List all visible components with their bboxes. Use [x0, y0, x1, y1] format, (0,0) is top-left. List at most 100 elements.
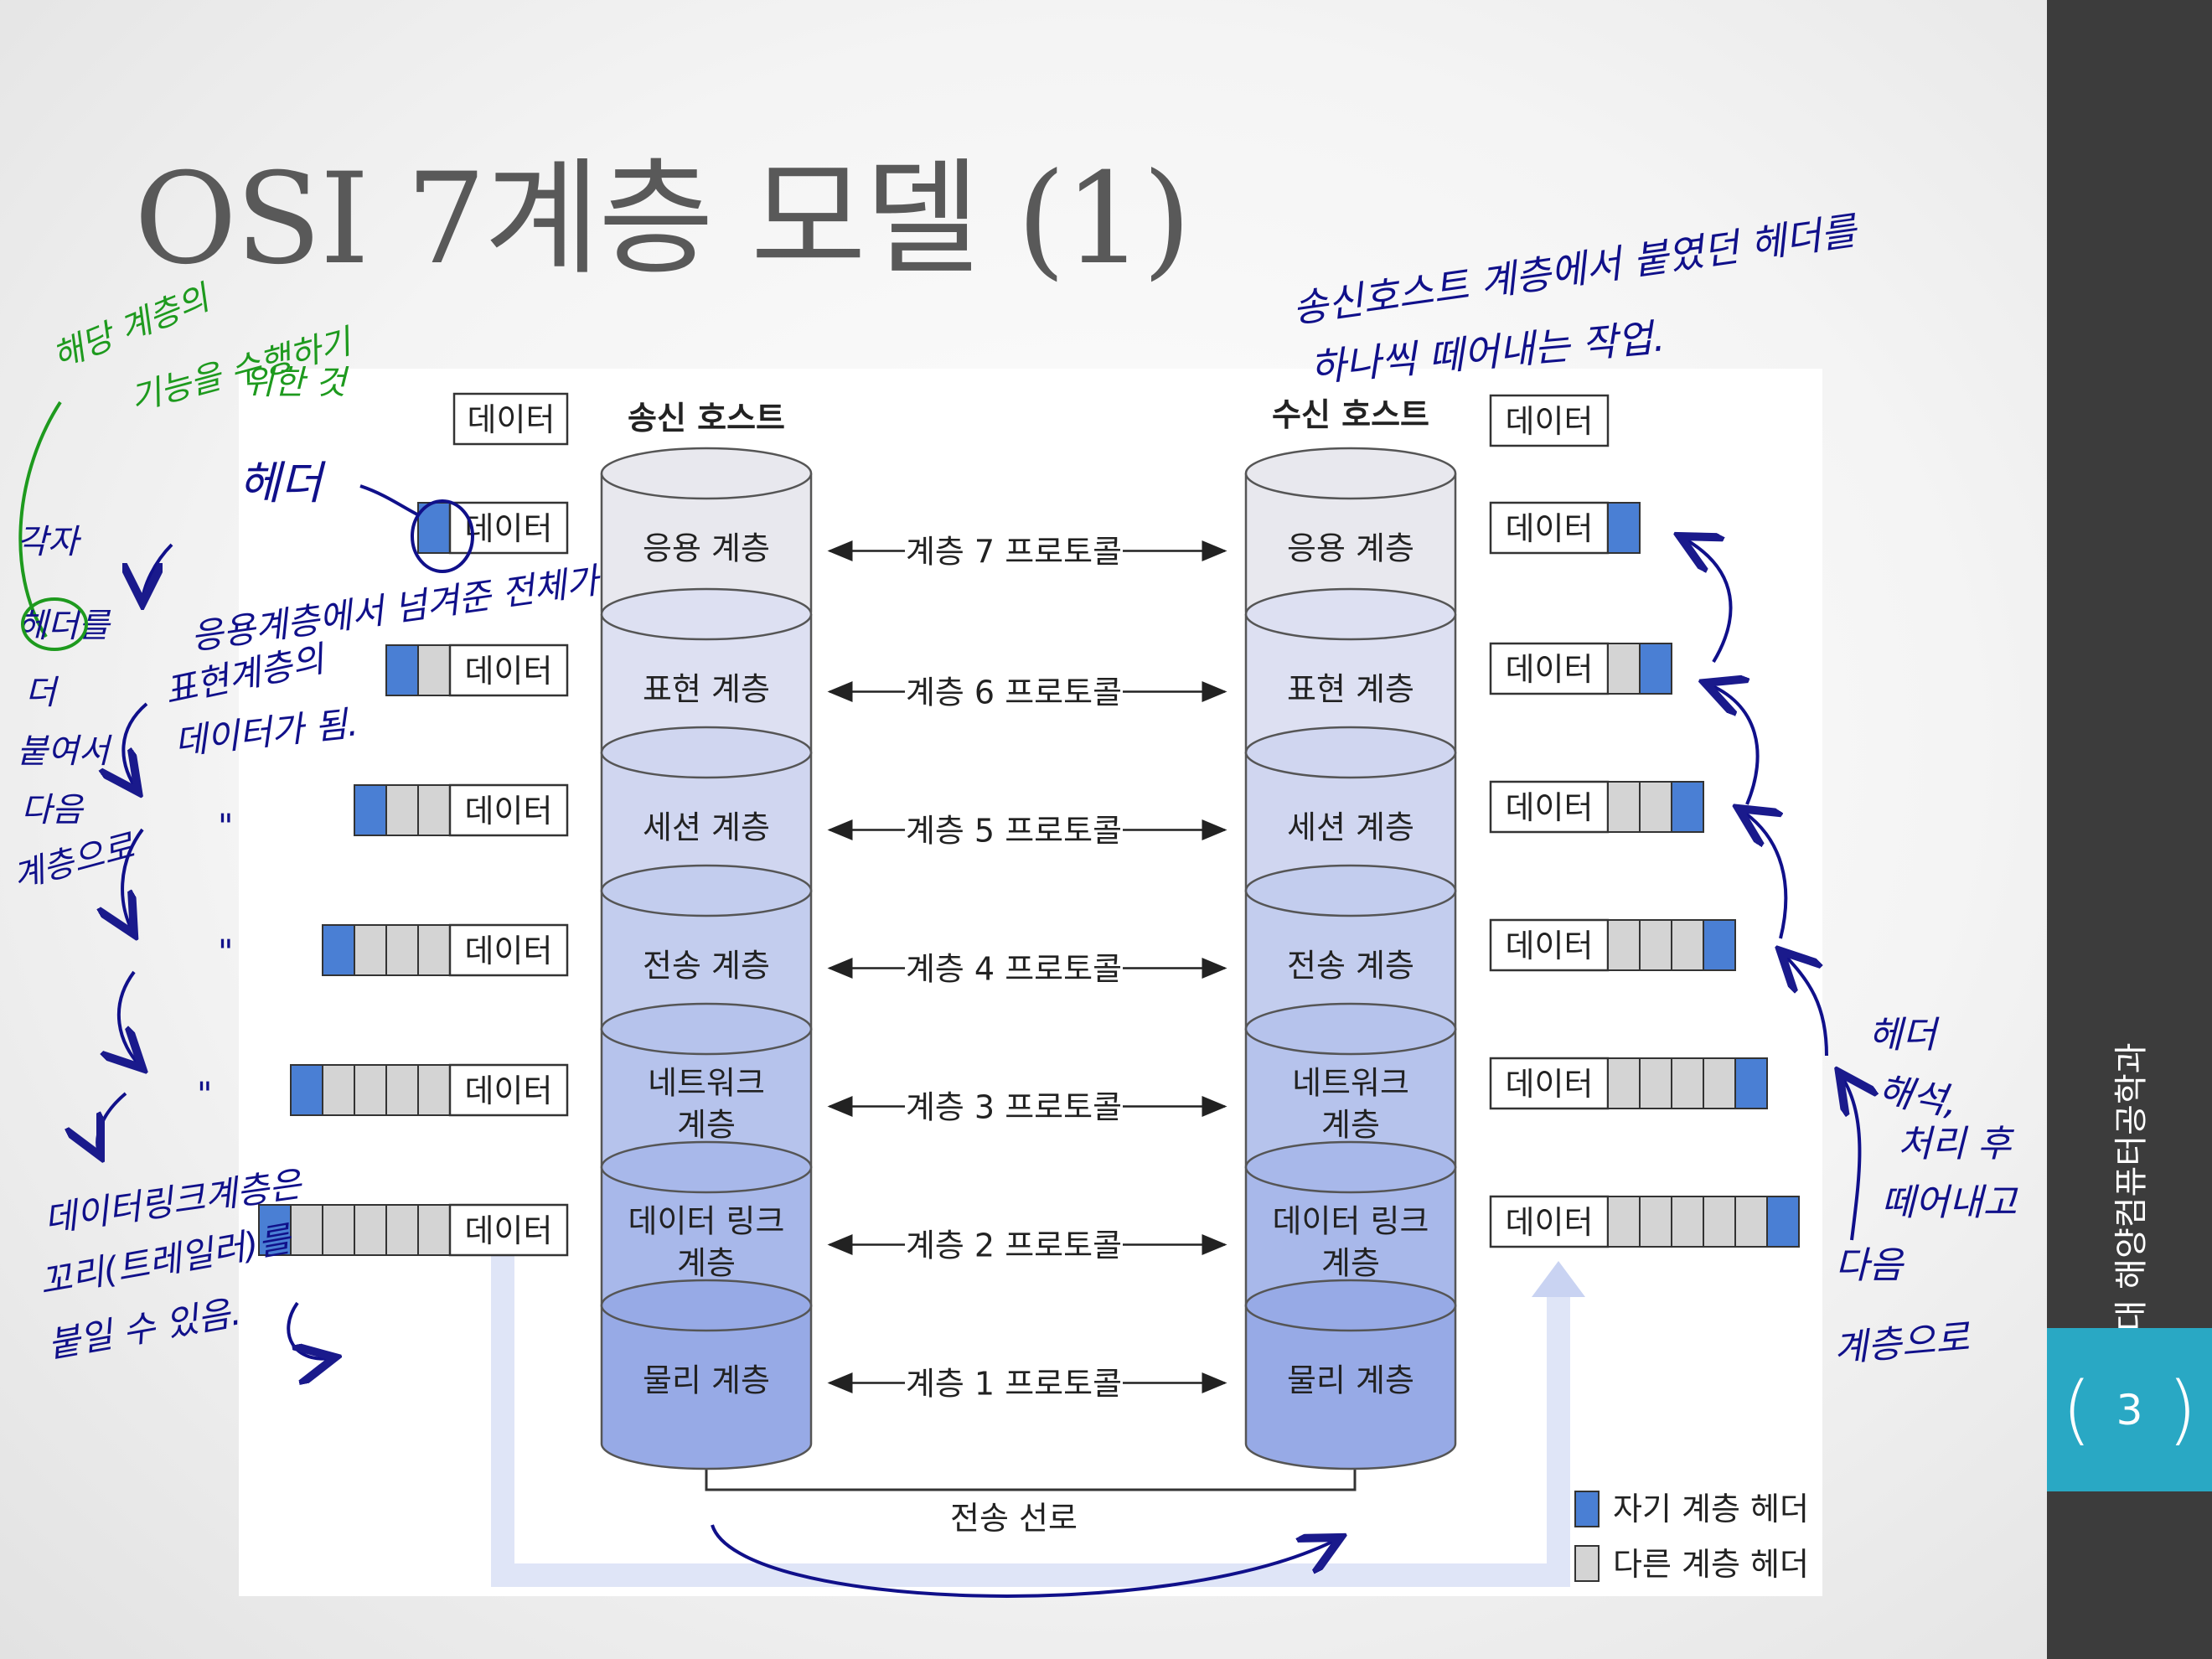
receiver-cylinder-1: 물리 계층: [1244, 1279, 1457, 1470]
ditto-1: ": [218, 808, 233, 846]
each-note-5: 다음: [21, 791, 85, 830]
legend-swatch-other: [1574, 1545, 1600, 1582]
page-number: ( 3 ): [2047, 1328, 2212, 1491]
flow-arrow: [491, 1240, 1585, 1587]
top-right-note-1: 송신호스트 계층에서 붙였던 헤더를: [1289, 208, 1861, 332]
slide-title: OSI 7계층 모델 (1): [134, 147, 1191, 292]
legend-other-header: 다른 계층 헤더: [1613, 1546, 1809, 1583]
protocol-4: 계층 4 프로토콜: [827, 951, 1227, 988]
sender-layer-label: 응용 계층: [643, 530, 770, 567]
sender-layer-label: 데이터 링크: [628, 1203, 785, 1240]
sender-data-label: 데이터: [465, 510, 553, 547]
legend-own-header: 자기 계층 헤더: [1613, 1491, 1809, 1527]
each-note-2: 헤더를: [17, 607, 111, 645]
sender-layer-label: 물리 계층: [643, 1362, 770, 1399]
protocol-3: 계층 3 프로토콜: [827, 1089, 1227, 1126]
protocol-2: 계층 2 프로토콜: [827, 1227, 1227, 1264]
header-note: 헤더: [239, 457, 327, 509]
sender-data-label: 데이터: [465, 793, 553, 830]
sender-data-unit: 데이터: [354, 783, 569, 837]
sender-data-unit: 데이터: [258, 1203, 569, 1257]
sender-data-unit: 데이터: [417, 501, 569, 555]
protocol-label: 계층 7 프로토콜: [906, 534, 1122, 571]
sender-data-label: 데이터: [465, 653, 553, 690]
sender-top-data: 데이터: [452, 392, 569, 446]
protocol-label: 계층 5 프로토콜: [906, 813, 1122, 850]
app-note-3: 데이터가 됨.: [173, 702, 360, 762]
sender-layer-label: 네트워크: [648, 1065, 765, 1102]
protocol-1: 계층 1 프로토콜: [827, 1366, 1227, 1403]
receiver-top-data-label: 데이터: [1506, 403, 1594, 440]
app-note-1: 응용계층에서 넘겨준 전체가: [189, 560, 605, 658]
sender-layer-label: 계층: [677, 1107, 736, 1144]
receiver-data-label: 데이터: [1506, 1066, 1594, 1103]
right-note-4: 떼어내고: [1881, 1181, 2018, 1224]
protocol-5: 계층 5 프로토콜: [827, 813, 1227, 850]
receiver-layer-label: 데이터 링크: [1273, 1203, 1429, 1240]
page-bracket-left: (: [2062, 1366, 2092, 1454]
receiver-layer-label: 물리 계층: [1287, 1362, 1414, 1399]
sender-layer-label: 세션 계층: [643, 809, 770, 846]
right-note-1: 헤더: [1868, 1014, 1940, 1057]
ditto-2: ": [218, 933, 233, 972]
sender-data-label: 데이터: [465, 933, 553, 969]
right-note-3: 처리 후: [1898, 1123, 2015, 1165]
receiver-data-unit: 데이터: [1489, 918, 1736, 972]
protocol-label: 계층 6 프로토콜: [906, 674, 1122, 711]
receiver-layer-label: 세션 계층: [1287, 809, 1414, 846]
receiver-data-unit: 데이터: [1489, 501, 1641, 555]
sender-data-unit: 데이터: [290, 1063, 569, 1117]
receiver-top-data: 데이터: [1489, 394, 1610, 447]
protocol-label: 계층 1 프로토콜: [906, 1366, 1122, 1403]
sender-top-data-label: 데이터: [468, 401, 556, 438]
protocol-label: 계층 4 프로토콜: [906, 951, 1122, 988]
sender-layer-label: 계층: [677, 1245, 736, 1282]
receiver-data-unit: 데이터: [1489, 780, 1704, 834]
datalink-note-3: 붙일 수 있음.: [44, 1291, 244, 1366]
sender-data-label: 데이터: [465, 1072, 553, 1109]
receiver-layer-label: 네트워크: [1292, 1065, 1409, 1102]
right-note-2: 해석,: [1875, 1069, 1961, 1125]
green-note-1: 해당 계층의: [48, 278, 218, 377]
sender-cylinder-1: 물리 계층: [600, 1279, 813, 1470]
right-note-5: 다음: [1835, 1244, 1904, 1287]
each-note-4: 붙여서: [17, 732, 113, 771]
receiver-layer-label: 계층: [1321, 1245, 1380, 1282]
receiver-data-unit: 데이터: [1489, 1195, 1800, 1248]
legend-swatch-own: [1574, 1491, 1600, 1527]
receiver-layer-label: 전송 계층: [1287, 948, 1414, 985]
legend: 자기 계층 헤더 다른 계층 헤더: [1574, 1491, 1809, 1583]
ditto-3: ": [197, 1076, 212, 1114]
green-note-3: 위한 것: [243, 364, 349, 402]
receiver-layer-label: 표현 계층: [1287, 671, 1414, 708]
each-note-1: 각자: [17, 523, 82, 561]
sender-data-label: 데이터: [465, 1212, 553, 1249]
page-number-text: 3: [2116, 1385, 2143, 1434]
sender-host-label: 송신 호스트: [628, 400, 785, 437]
transmission-line-label: 전송 선로: [950, 1500, 1078, 1537]
receiver-host-label: 수신 호스트: [1272, 396, 1429, 433]
right-note-6: 계층으로: [1832, 1316, 1973, 1371]
sender-data-unit: 데이터: [385, 643, 569, 697]
receiver-data-label: 데이터: [1506, 651, 1594, 688]
sender-data-unit: 데이터: [322, 923, 569, 977]
page-bracket-right: ): [2167, 1366, 2197, 1454]
receiver-data-label: 데이터: [1506, 1204, 1594, 1241]
top-right-note-2: 하나씩 떼어내는 작업.: [1308, 314, 1667, 390]
sender-layer-label: 전송 계층: [643, 948, 770, 985]
receiver-data-label: 데이터: [1506, 928, 1594, 964]
protocol-label: 계층 3 프로토콜: [906, 1089, 1122, 1126]
receiver-data-unit: 데이터: [1489, 1057, 1768, 1110]
protocol-7: 계층 7 프로토콜: [827, 534, 1227, 571]
page-number-box: [2047, 1328, 2212, 1491]
receiver-layer-label: 응용 계층: [1287, 530, 1414, 567]
receiver-data-unit: 데이터: [1489, 642, 1672, 695]
each-note-3: 더: [25, 674, 59, 712]
receiver-layer-label: 계층: [1321, 1107, 1380, 1144]
sender-layer-label: 표현 계층: [643, 671, 770, 708]
receiver-data-label: 데이터: [1506, 789, 1594, 826]
receiver-data-label: 데이터: [1506, 510, 1594, 547]
each-note-6: 계층으로: [9, 827, 140, 897]
